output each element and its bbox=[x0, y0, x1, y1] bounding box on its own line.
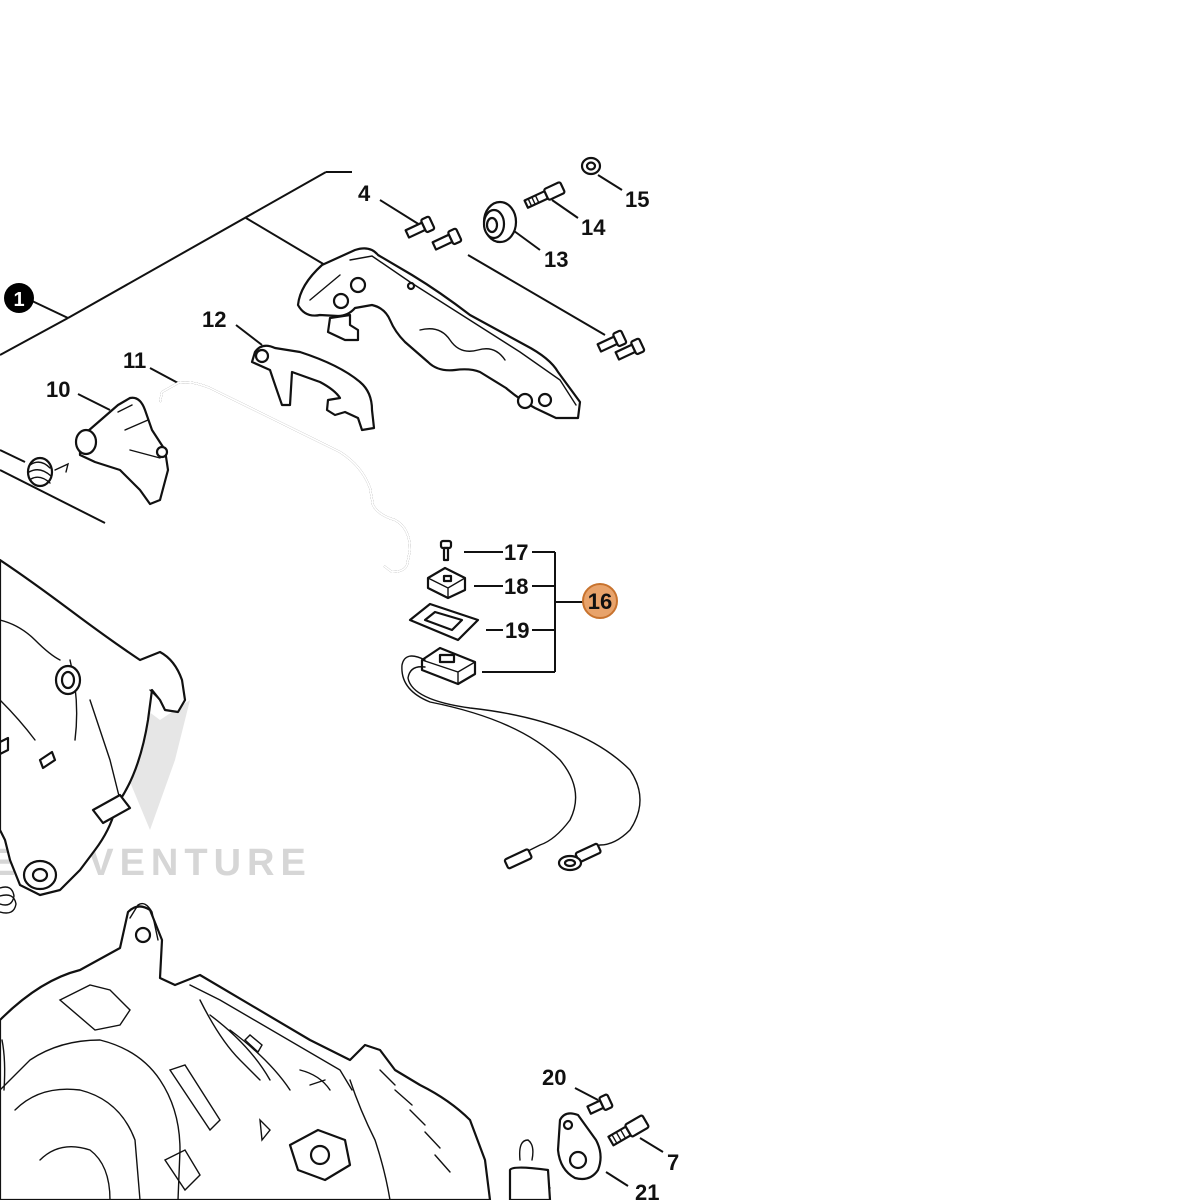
cover-part-18 bbox=[426, 566, 467, 600]
label-7: 7 bbox=[667, 1150, 679, 1175]
spring-part-large bbox=[508, 1139, 552, 1200]
label-21: 21 bbox=[635, 1180, 659, 1200]
label-13: 13 bbox=[544, 247, 568, 272]
part-labels: 4 7 10 11 12 13 14 15 17 18 19 20 21 bbox=[46, 181, 679, 1200]
bolt-part-14 bbox=[523, 181, 566, 209]
switch-wiring bbox=[401, 646, 641, 872]
leader-lines bbox=[0, 171, 664, 1187]
callout-1: 1 bbox=[4, 283, 34, 313]
bracket-part-21 bbox=[556, 1112, 602, 1181]
lever-part-12 bbox=[250, 344, 376, 432]
label-17: 17 bbox=[504, 540, 528, 565]
label-18: 18 bbox=[504, 574, 528, 599]
label-14: 14 bbox=[581, 215, 606, 240]
spring-left bbox=[0, 886, 17, 914]
label-12: 12 bbox=[202, 307, 226, 332]
washer-part-15 bbox=[580, 156, 602, 176]
screw-part-20 bbox=[586, 1093, 614, 1115]
callout-16-highlight[interactable]: 16 bbox=[582, 583, 618, 619]
label-1: 1 bbox=[13, 289, 24, 311]
bushing-part-13 bbox=[482, 200, 518, 244]
trigger-part-10 bbox=[74, 396, 170, 506]
label-4: 4 bbox=[358, 181, 371, 206]
label-20: 20 bbox=[542, 1065, 566, 1090]
screw-part-17 bbox=[439, 539, 453, 562]
housing-left bbox=[0, 558, 187, 897]
bolt-part-7 bbox=[607, 1114, 650, 1147]
rear-handle-part bbox=[296, 247, 582, 420]
gasket-part-19 bbox=[408, 602, 480, 642]
label-10: 10 bbox=[46, 377, 70, 402]
label-11: 11 bbox=[123, 348, 146, 373]
screws-part-4 bbox=[404, 215, 646, 361]
label-16: 16 bbox=[588, 589, 612, 614]
label-15: 15 bbox=[625, 187, 649, 212]
label-19: 19 bbox=[505, 618, 529, 643]
engine-housing bbox=[0, 902, 492, 1200]
rod-part-11 bbox=[159, 381, 412, 574]
spring-small bbox=[26, 456, 70, 488]
